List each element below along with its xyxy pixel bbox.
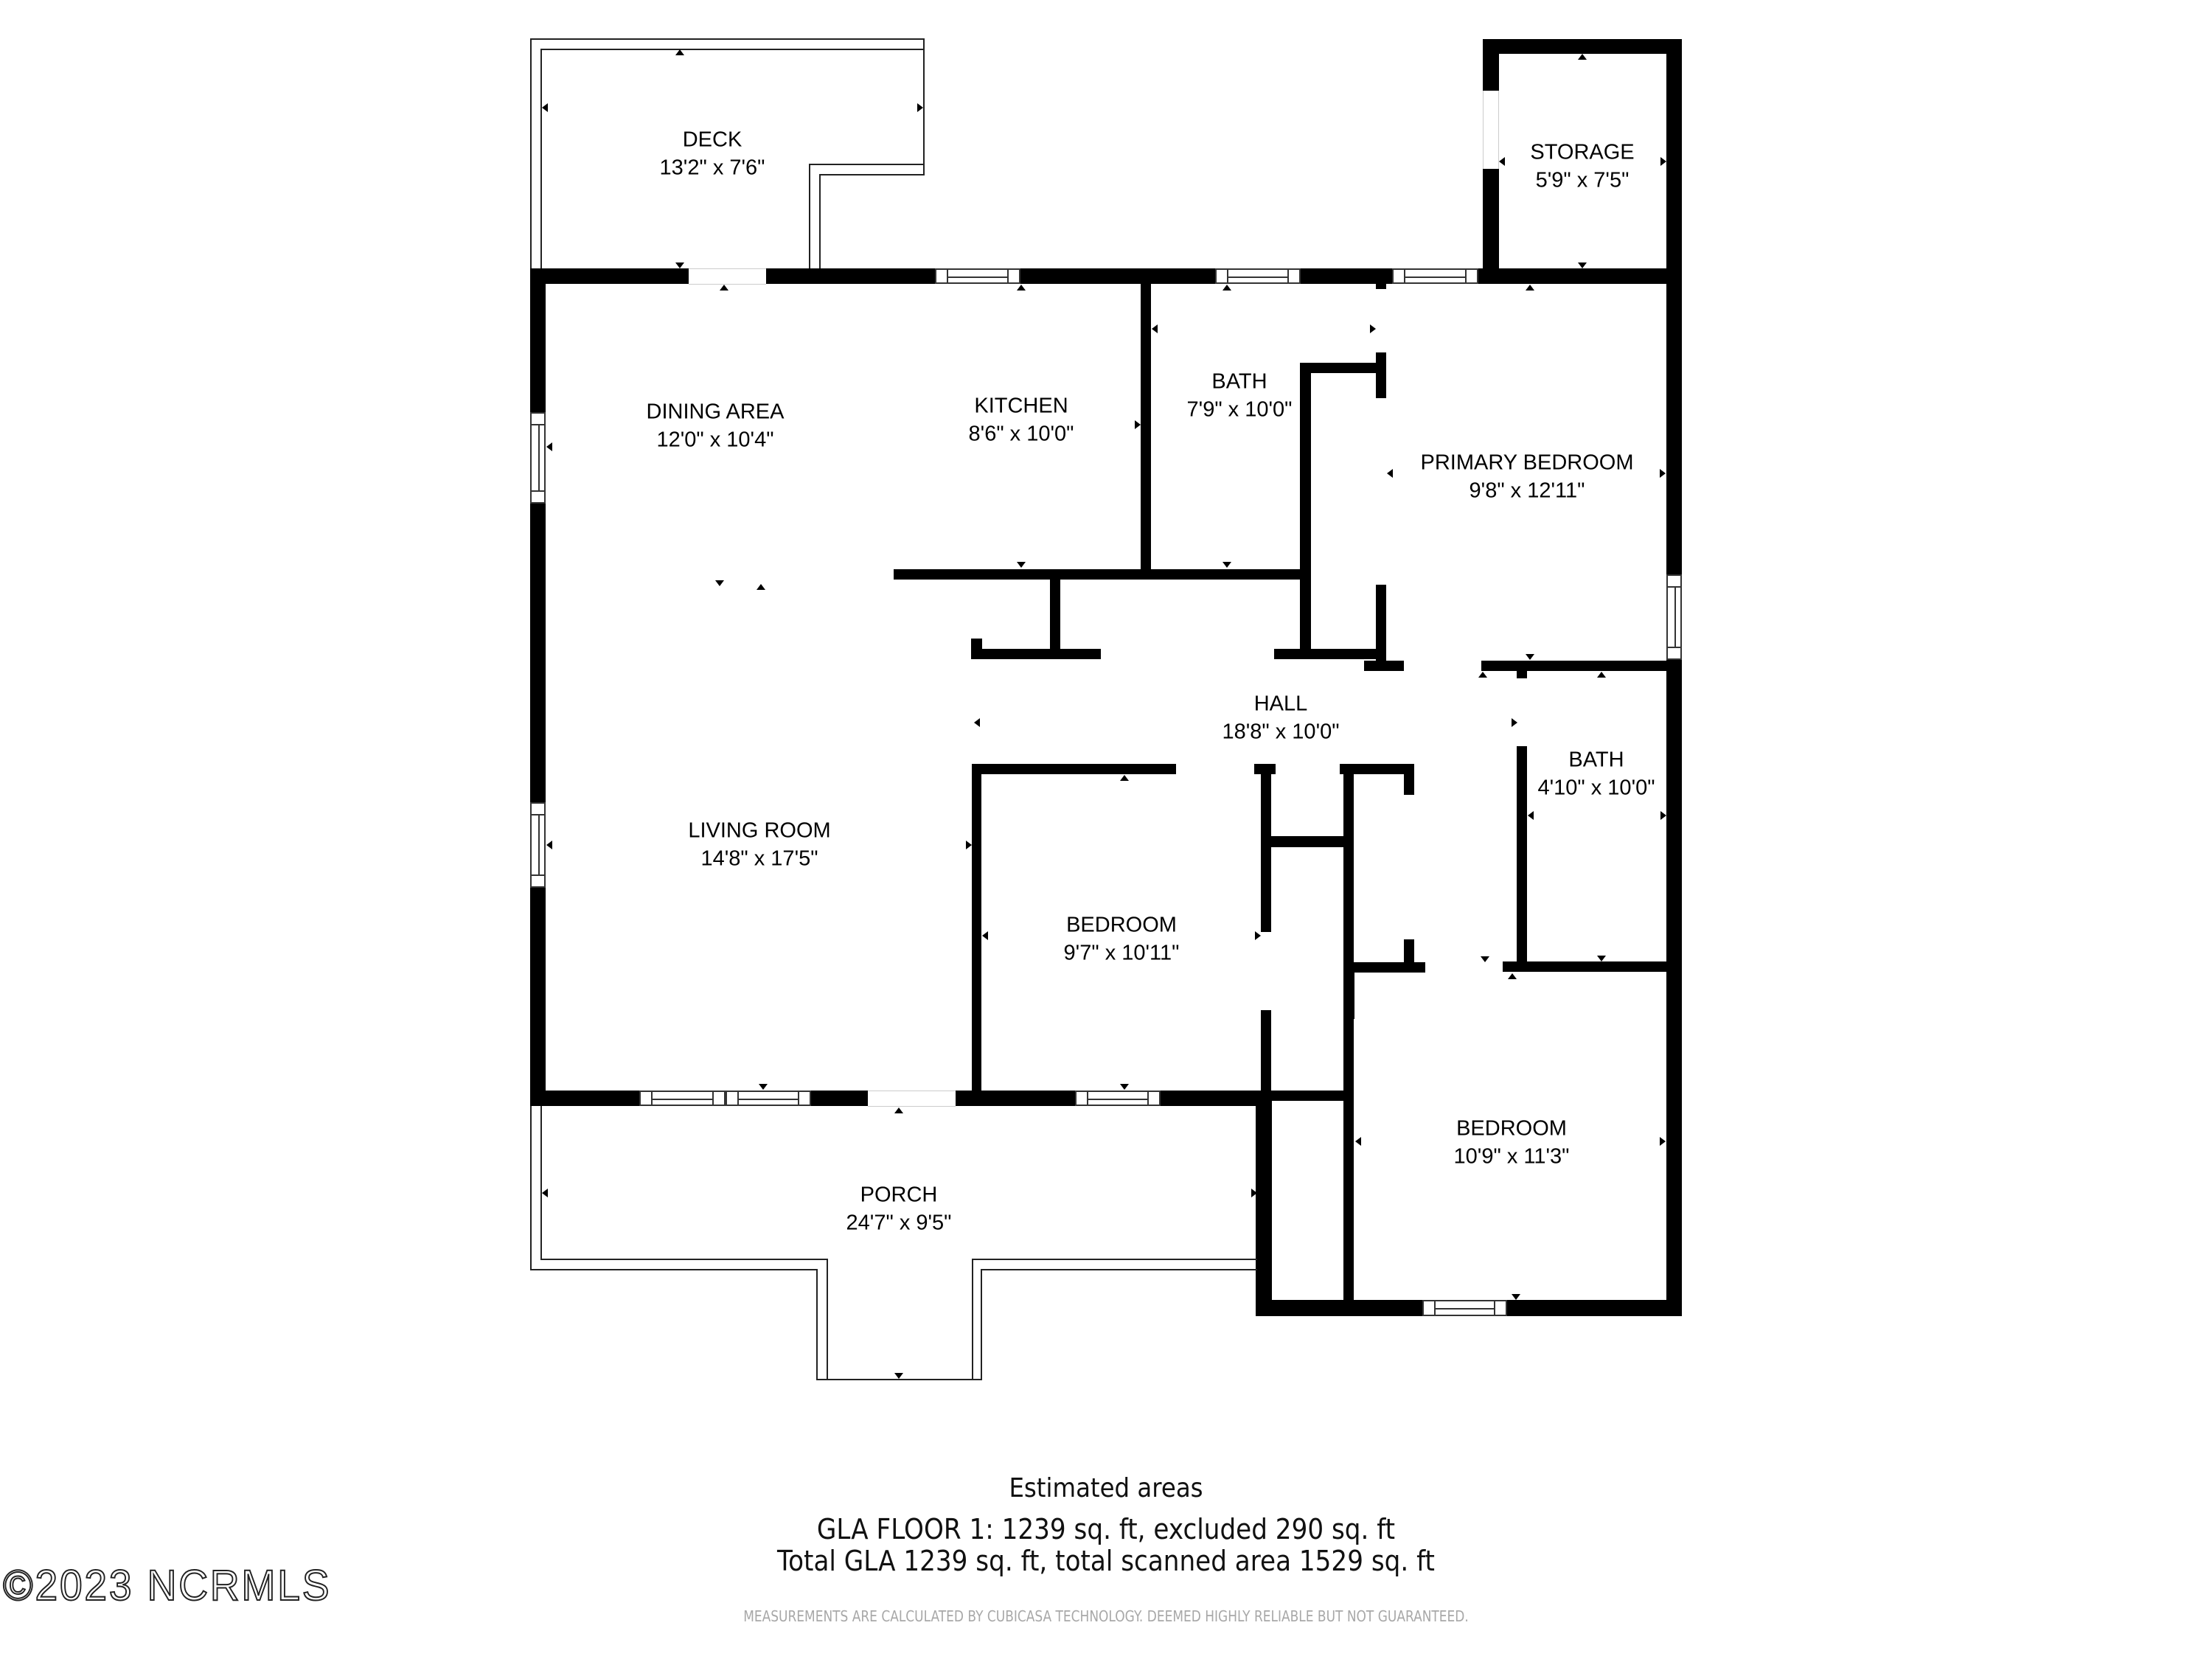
room-name: BATH [1211,369,1267,394]
room-hall: HALL 18'8" x 10'0" [1222,690,1339,747]
window [1392,268,1478,284]
room-storage: STORAGE 5'9" x 7'5" [1530,139,1634,195]
room-dimensions: 24'7" x 9'5" [846,1211,952,1235]
room-dimensions: 14'8" x 17'5" [700,847,818,871]
room-porch: PORCH 24'7" x 9'5" [846,1181,952,1238]
room-dimensions: 18'8" x 10'0" [1222,720,1340,744]
room-bath: BATH 7'9" x 10'0" [1187,368,1293,425]
room-dimensions: 5'9" x 7'5" [1535,169,1630,192]
room-dimensions: 7'9" x 10'0" [1186,398,1293,422]
room-dining-area: DINING AREA 12'0" x 10'4" [647,398,785,455]
deck-door[interactable] [689,268,766,285]
window [1422,1300,1507,1316]
room-living-room: LIVING ROOM 14'8" x 17'5" [688,817,830,874]
copyright-watermark: ©2023 NCRMLS [2,1561,332,1610]
room-name: DECK [682,128,742,152]
room-deck: DECK 13'2" x 7'6" [660,126,765,183]
disclaimer: MEASUREMENTS ARE CALCULATED BY CUBICASA … [743,1607,1469,1625]
window [639,1091,726,1106]
front-door[interactable] [868,1091,956,1107]
room-dimensions: 10'9" x 11'3" [1453,1145,1570,1169]
room-kitchen: KITCHEN 8'6" x 10'0" [969,392,1074,449]
room-name: HALL [1253,692,1308,716]
window [726,1091,811,1106]
room-dimensions: 9'8" x 12'11" [1469,479,1585,503]
window [1666,574,1682,660]
room-dimensions: 13'2" x 7'6" [659,156,765,180]
window [1215,268,1301,284]
room-dimensions: 9'7" x 10'11" [1063,942,1180,965]
gla-floor-1: GLA FLOOR 1: 1239 sq. ft, excluded 290 s… [816,1513,1396,1545]
window [530,412,546,504]
room-bath-2: BATH 4'10" x 10'0" [1537,746,1655,803]
room-name: LIVING ROOM [688,818,831,843]
room-primary-bedroom: PRIMARY BEDROOM 9'8" x 12'11" [1421,449,1634,506]
room-dimensions: 4'10" x 10'0" [1537,776,1655,800]
room-name: DINING AREA [646,400,785,424]
room-name: PORCH [860,1183,938,1207]
window [1075,1091,1161,1106]
room-name: BEDROOM [1066,913,1177,937]
room-dimensions: 12'0" x 10'4" [656,428,774,452]
room-name: PRIMARY BEDROOM [1420,451,1634,475]
room-bedroom-2: BEDROOM 10'9" x 11'3" [1454,1115,1570,1172]
room-name: KITCHEN [974,394,1068,418]
room-name: BATH [1568,748,1624,772]
room-name: BEDROOM [1456,1116,1567,1141]
total-gla: Total GLA 1239 sq. ft, total scanned are… [777,1545,1435,1577]
areas-title: Estimated areas [1009,1473,1203,1503]
room-bedroom: BEDROOM 9'7" x 10'11" [1064,911,1180,968]
window [935,268,1020,284]
window [530,802,546,888]
room-dimensions: 8'6" x 10'0" [968,422,1074,446]
room-name: STORAGE [1530,140,1635,164]
